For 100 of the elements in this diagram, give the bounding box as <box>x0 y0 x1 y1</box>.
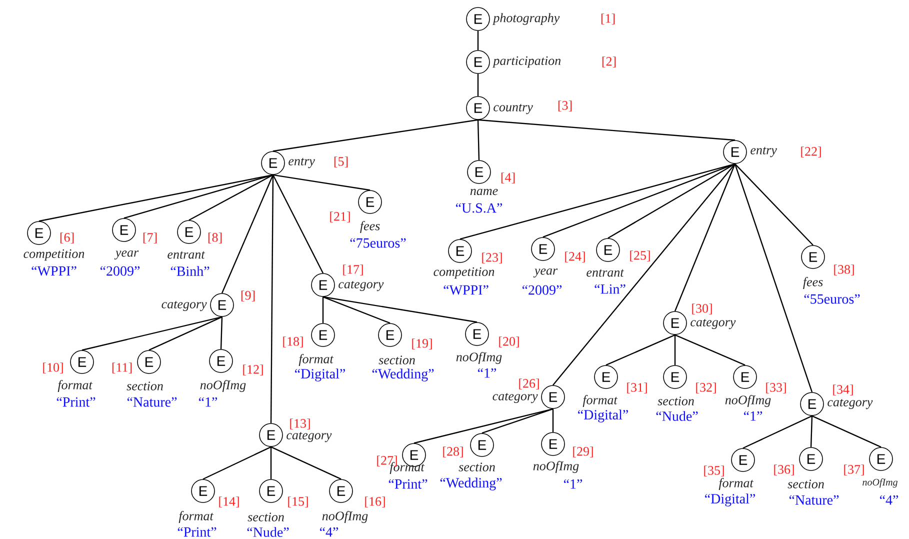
element-index: [15] <box>288 496 308 508</box>
element-value: “Wedding” <box>440 478 502 490</box>
tree-line <box>674 164 736 312</box>
element-name: category <box>286 432 332 442</box>
element-name: format <box>178 511 214 523</box>
element-index: [10] <box>43 362 63 374</box>
element-value: “1” <box>478 368 496 378</box>
element-name: entry <box>750 146 777 158</box>
element-index: [32] <box>696 382 716 394</box>
element-value: “WPPI” <box>32 266 76 276</box>
element-name: photography <box>492 13 560 25</box>
element-value: “Digital” <box>578 410 628 422</box>
tree-line <box>148 316 222 351</box>
element-name: format <box>582 395 618 407</box>
element-index: [12] <box>243 364 263 376</box>
element-value: “1” <box>744 411 762 421</box>
element-index: [21] <box>330 212 350 222</box>
tree-line <box>270 446 342 480</box>
element-index: [31] <box>627 382 647 394</box>
element-index: [9] <box>241 290 255 302</box>
element-name: section <box>458 462 495 472</box>
tree-line <box>674 334 746 366</box>
element-name: fees <box>803 277 823 289</box>
element-name: fees <box>360 221 380 233</box>
element-name: noOfImg <box>200 380 246 392</box>
element-index: [22] <box>801 146 821 158</box>
element-name: category <box>162 300 207 312</box>
element-name: year <box>533 268 558 278</box>
element-index: [28] <box>443 446 463 458</box>
element-name: participation <box>492 56 561 68</box>
tree-line <box>272 174 370 191</box>
element-value: “1” <box>198 397 218 407</box>
element-name: noOfImg <box>533 461 579 473</box>
element-name: format <box>718 478 754 490</box>
element-name: category <box>492 392 538 404</box>
element-name: noOfImg <box>456 352 502 364</box>
element-name: entrant <box>168 251 206 259</box>
element-name: name <box>470 188 498 196</box>
element-value: “Digital” <box>705 494 756 506</box>
element-index: [19] <box>412 338 432 350</box>
tree-line <box>188 174 274 221</box>
tree-line <box>460 163 736 240</box>
element-value: “2009” <box>100 266 140 276</box>
element-index: [6] <box>60 232 74 244</box>
tree-line <box>477 120 480 160</box>
tree-line <box>810 416 813 448</box>
element-value: “Nature” <box>127 397 177 407</box>
tree-line <box>542 163 736 238</box>
element-value: “Print” <box>56 397 96 407</box>
element-name: competition <box>24 249 84 261</box>
tree-line <box>608 163 736 239</box>
tree-line <box>606 334 676 366</box>
element-index: [5] <box>334 156 348 168</box>
element-index: [30] <box>692 304 712 314</box>
element-index: [23] <box>482 252 502 264</box>
tree-line <box>272 174 324 274</box>
element-index: [35] <box>704 466 724 476</box>
element-index: [14] <box>219 496 239 508</box>
tree-line <box>734 163 814 246</box>
element-value: “75euros” <box>350 238 406 248</box>
element-index: [24] <box>565 252 585 262</box>
tree-line <box>552 408 554 432</box>
element-name: category <box>690 318 736 330</box>
element-value: “Lin” <box>594 284 626 294</box>
tree-line <box>270 174 274 424</box>
element-index: [33] <box>766 382 786 394</box>
tree-line <box>734 164 813 392</box>
element-name: section <box>248 512 284 522</box>
element-index: [18] <box>283 336 303 348</box>
element-value: “4” <box>320 527 338 537</box>
element-index: [17] <box>343 264 363 276</box>
element-name: competition <box>434 267 494 279</box>
element-name: category <box>828 398 873 410</box>
element-value: “Wedding” <box>372 368 434 382</box>
element-index: [16] <box>365 496 385 508</box>
element-value: “Nature” <box>789 495 839 505</box>
element-name: noOfImg <box>862 478 898 488</box>
element-index: [36] <box>774 464 794 476</box>
element-index: [4] <box>501 172 515 184</box>
tree-line <box>124 174 274 219</box>
element-index: [38] <box>834 264 854 276</box>
element-index: [3] <box>558 100 572 112</box>
element-value: “Print” <box>178 527 216 537</box>
element-name: noOfImg <box>322 511 368 523</box>
element-value: “2009” <box>522 285 562 295</box>
tree-line <box>322 296 390 324</box>
element-index: [34] <box>833 384 853 396</box>
element-name: entrant <box>586 269 624 277</box>
tree-line <box>82 316 222 351</box>
element-index: [20] <box>499 336 519 348</box>
element-index: [8] <box>208 232 222 244</box>
element-value: “Print” <box>388 479 428 489</box>
tree-line <box>477 30 479 50</box>
tree-line <box>812 415 882 448</box>
element-index: [29] <box>573 446 593 458</box>
tree-line <box>478 119 736 141</box>
element-index: [7] <box>143 232 157 244</box>
element-name: noOfImg <box>725 395 771 407</box>
tree-line <box>552 164 736 386</box>
element-index: [11] <box>112 362 132 374</box>
